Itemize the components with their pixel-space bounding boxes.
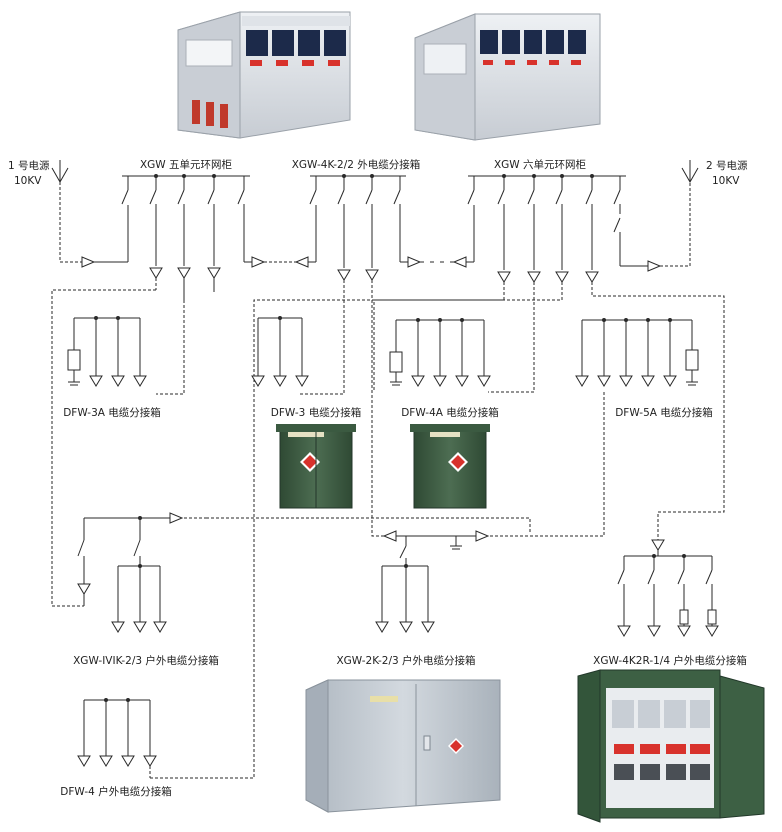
source-2-voltage: 10KV [712,175,740,187]
xgw-ivik-label: XGW-IVIK-2/3 户外电缆分接箱 [73,655,219,667]
ring5-label: XGW 五单元环网柜 [139,159,233,171]
dfw4a-label: DFW-4A 电缆分接箱 [401,407,499,419]
ring-main-unit-5-photo [177,11,351,139]
xgw-2k-schematic [375,530,490,633]
source-2-symbol [681,160,699,184]
xgw-2k-label: XGW-2K-2/3 户外电缆分接箱 [336,655,476,667]
dfw4-schematic [77,699,157,778]
xgw-4k2r-photo [577,669,765,823]
xgw-4k2r-schematic [617,539,719,637]
xgw-4k2r-label: XGW-4K2R-1/4 户外电缆分接箱 [593,655,747,667]
dfw5a-schematic [575,319,699,387]
source-1-symbol [51,160,69,184]
branch-4k22-label: XGW-4K-2/2 外电缆分接箱 [291,159,421,171]
source-1-voltage: 10KV [14,175,42,187]
ring-main-unit-6-photo [414,13,601,141]
dfw3-photo [276,424,356,509]
dfw3a-schematic [67,317,147,387]
dfw4a-photo [410,424,490,509]
dfw4-label: DFW-4 户外电缆分接箱 [60,786,172,798]
junction-dots [94,174,686,702]
dfw3-schematic [251,317,309,387]
wiring [51,160,725,779]
ring5-switches [121,176,245,266]
xgw-2k-photo [305,679,501,813]
source-2-name: 2 号电源 [706,160,748,172]
dfw5a-label: DFW-5A 电缆分接箱 [615,407,713,419]
ring6-label: XGW 六单元环网柜 [493,159,587,171]
dfw4a-schematic [389,319,491,387]
source-1-name: 1 号电源 [8,160,50,172]
dfw3a-label: DFW-3A 电缆分接箱 [63,407,161,419]
dfw3-label: DFW-3 电缆分接箱 [270,407,362,419]
xgw-ivik-schematic [77,512,184,633]
